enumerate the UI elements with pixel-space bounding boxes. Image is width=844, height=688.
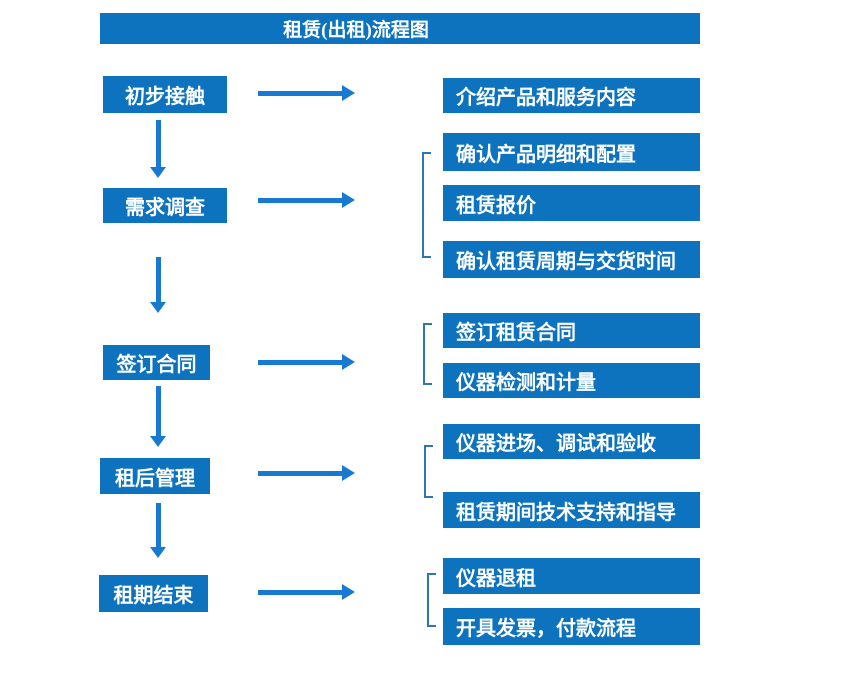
arrow-shaft: [258, 470, 342, 476]
output-box-instrument-return: 仪器退租: [443, 558, 700, 594]
output-box-instrument-inspection-metering: 仪器检测和计量: [443, 363, 700, 398]
output-box-confirm-period-delivery: 确认租赁周期与交货时间: [443, 241, 700, 278]
arrow-head: [150, 302, 166, 313]
down-arrow-icon-2: [150, 257, 166, 313]
right-arrow-icon-1: [258, 85, 355, 101]
output-box-invoice-payment-process: 开具发票，付款流程: [443, 608, 700, 645]
stage-box-post-rental-management: 租后管理: [100, 458, 210, 494]
output-box-instrument-entry-debug-acceptance: 仪器进场、调试和验收: [443, 424, 700, 459]
arrow-head: [150, 167, 166, 178]
right-arrow-icon-4: [258, 465, 355, 481]
output-box-confirm-product-details-config: 确认产品明细和配置: [443, 133, 700, 171]
down-arrow-icon-3: [150, 386, 166, 447]
group-bracket-demand-survey: [422, 152, 431, 258]
diagram-title: 租赁(出租)流程图: [100, 13, 700, 44]
down-arrow-icon-1: [150, 120, 166, 178]
output-box-sign-rental-contract: 签订租赁合同: [443, 313, 700, 348]
stage-box-lease-end: 租期结束: [99, 575, 208, 612]
arrow-shaft: [258, 359, 342, 365]
output-box-introduce-products-services: 介绍产品和服务内容: [443, 78, 700, 113]
arrow-shaft: [155, 503, 161, 547]
arrow-head: [342, 465, 355, 481]
arrow-head: [342, 584, 355, 600]
output-box-rental-quote: 租赁报价: [443, 185, 700, 221]
stage-box-sign-contract: 签订合同: [103, 345, 210, 380]
arrow-head: [150, 436, 166, 447]
right-arrow-icon-3: [258, 354, 355, 370]
arrow-shaft: [155, 386, 161, 436]
arrow-shaft: [258, 589, 342, 595]
group-bracket-lease-end: [427, 573, 436, 627]
arrow-shaft: [258, 90, 342, 96]
arrow-shaft: [155, 257, 161, 302]
stage-box-demand-survey: 需求调查: [103, 188, 227, 223]
group-bracket-sign-contract: [423, 323, 432, 385]
arrow-shaft: [258, 197, 342, 203]
arrow-head: [342, 354, 355, 370]
output-box-tech-support-guidance: 租赁期间技术支持和指导: [443, 492, 700, 528]
arrow-head: [342, 85, 355, 101]
arrow-head: [342, 192, 355, 208]
right-arrow-icon-2: [258, 192, 355, 208]
arrow-shaft: [155, 120, 161, 167]
stage-box-initial-contact: 初步接触: [103, 76, 227, 113]
right-arrow-icon-5: [258, 584, 355, 600]
arrow-head: [150, 547, 166, 558]
down-arrow-icon-4: [150, 503, 166, 558]
group-bracket-post-rental: [424, 445, 433, 498]
